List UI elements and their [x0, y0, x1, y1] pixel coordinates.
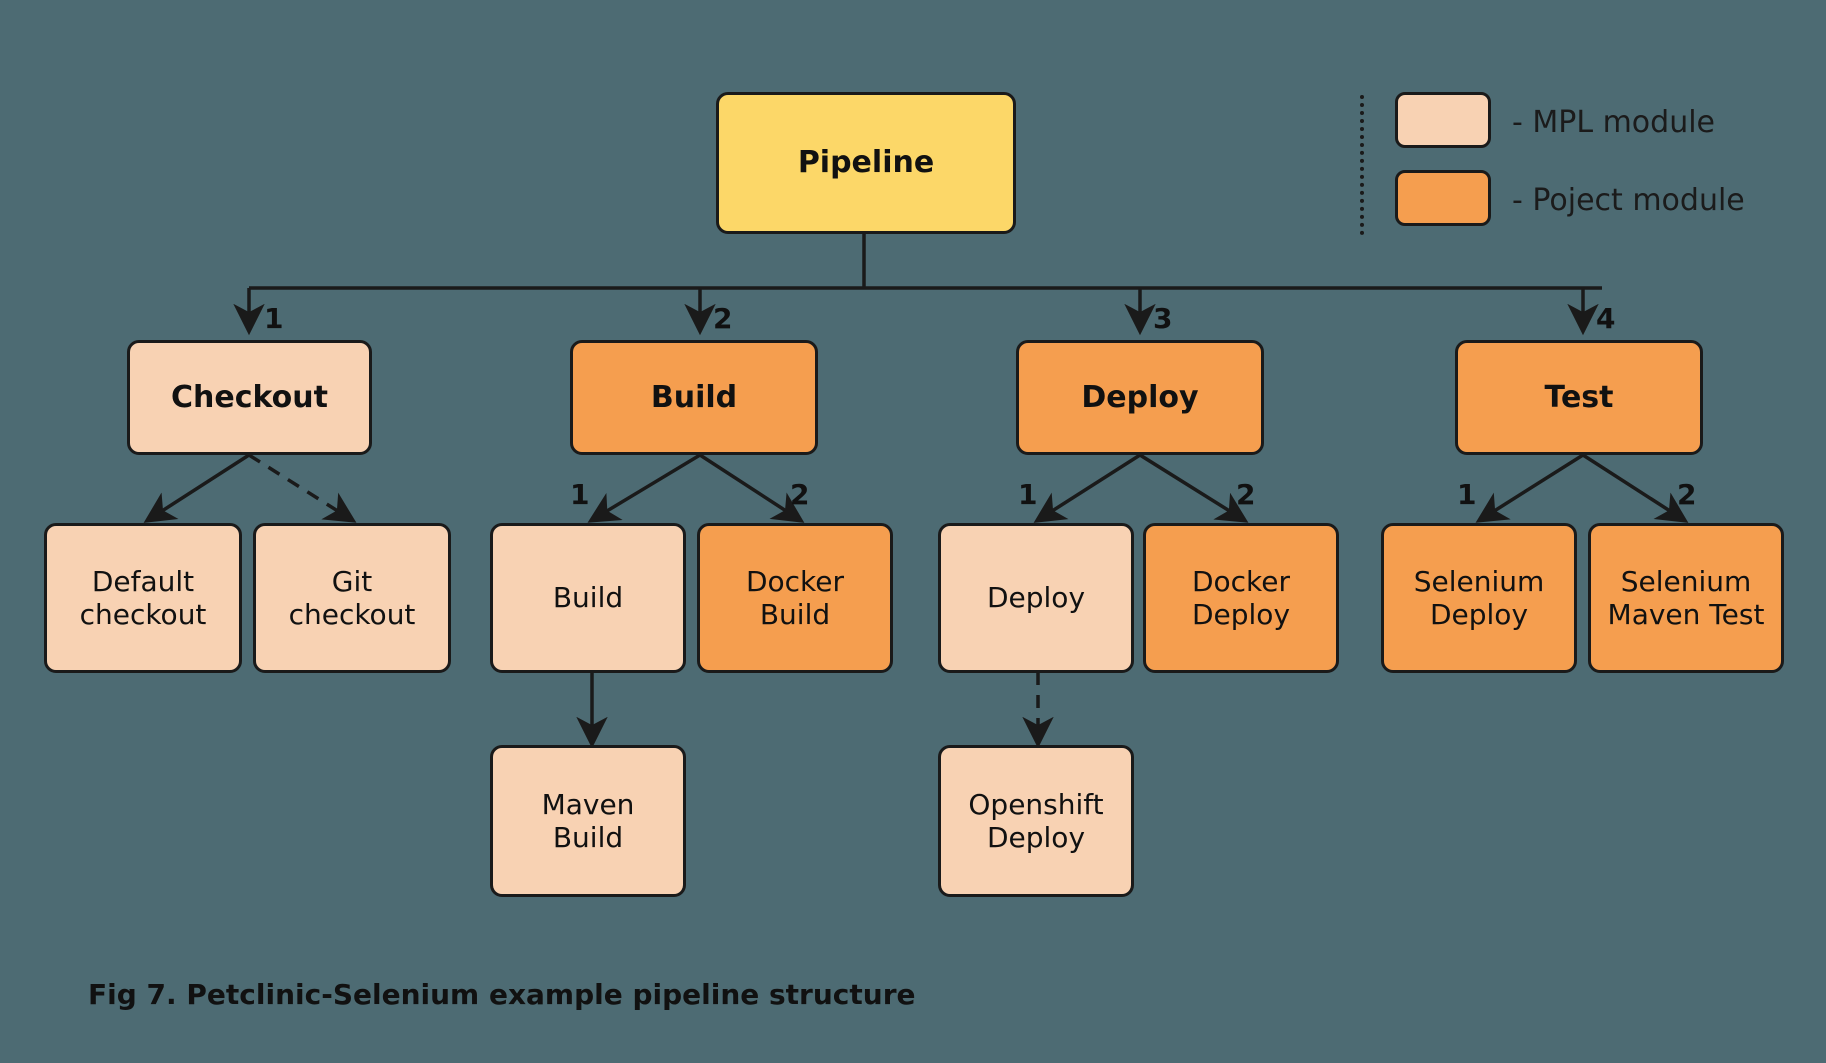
- node-pipeline-label: Pipeline: [797, 145, 935, 181]
- node-build-label: Build: [650, 379, 738, 415]
- node-maven-build[interactable]: Maven Build: [490, 745, 686, 897]
- edge-label-test-2: 2: [1677, 478, 1697, 511]
- node-deploy-leaf[interactable]: Deploy: [938, 523, 1134, 673]
- edge-label-build-2: 2: [790, 478, 810, 511]
- project-module-swatch: [1395, 170, 1491, 226]
- edge-label-stage-4: 4: [1596, 302, 1616, 335]
- node-git-checkout-label: Git checkout: [288, 564, 416, 631]
- node-build[interactable]: Build: [570, 340, 818, 455]
- node-deploy-label: Deploy: [1081, 379, 1199, 415]
- edge-label-stage-3: 3: [1153, 302, 1173, 335]
- node-docker-build-label: Docker Build: [745, 564, 845, 631]
- legend-divider: [1360, 95, 1364, 235]
- node-default-checkout[interactable]: Default checkout: [44, 523, 242, 673]
- node-test[interactable]: Test: [1455, 340, 1703, 455]
- node-docker-build[interactable]: Docker Build: [697, 523, 893, 673]
- node-build-leaf-label: Build: [552, 581, 624, 615]
- node-build-leaf[interactable]: Build: [490, 523, 686, 673]
- node-checkout-label: Checkout: [171, 379, 328, 415]
- node-selenium-maven-test-label: Selenium Maven Test: [1607, 564, 1765, 631]
- node-checkout[interactable]: Checkout: [127, 340, 372, 455]
- node-pipeline[interactable]: Pipeline: [716, 92, 1016, 234]
- figure-caption: Fig 7. Petclinic-Selenium example pipeli…: [88, 978, 916, 1011]
- legend-label-mpl: - MPL module: [1512, 105, 1716, 140]
- node-openshift-deploy[interactable]: Openshift Deploy: [938, 745, 1134, 897]
- node-default-checkout-label: Default checkout: [79, 564, 207, 631]
- node-test-label: Test: [1544, 379, 1614, 415]
- edge-label-deploy-1: 1: [1018, 478, 1038, 511]
- legend-label-project: - Poject module: [1512, 183, 1745, 218]
- node-selenium-deploy[interactable]: Selenium Deploy: [1381, 523, 1577, 673]
- mpl-module-swatch: [1395, 92, 1491, 148]
- node-deploy[interactable]: Deploy: [1016, 340, 1264, 455]
- edge-label-stage-1: 1: [264, 302, 284, 335]
- node-openshift-deploy-label: Openshift Deploy: [968, 787, 1104, 854]
- edge-label-deploy-2: 2: [1236, 478, 1256, 511]
- edge-label-test-1: 1: [1457, 478, 1477, 511]
- node-selenium-maven-test[interactable]: Selenium Maven Test: [1588, 523, 1784, 673]
- node-selenium-deploy-label: Selenium Deploy: [1413, 564, 1545, 631]
- edge-label-build-1: 1: [570, 478, 590, 511]
- node-deploy-leaf-label: Deploy: [986, 581, 1086, 615]
- edge-label-stage-2: 2: [713, 302, 733, 335]
- node-maven-build-label: Maven Build: [541, 787, 635, 854]
- node-docker-deploy-label: Docker Deploy: [1191, 564, 1291, 631]
- node-docker-deploy[interactable]: Docker Deploy: [1143, 523, 1339, 673]
- node-git-checkout[interactable]: Git checkout: [253, 523, 451, 673]
